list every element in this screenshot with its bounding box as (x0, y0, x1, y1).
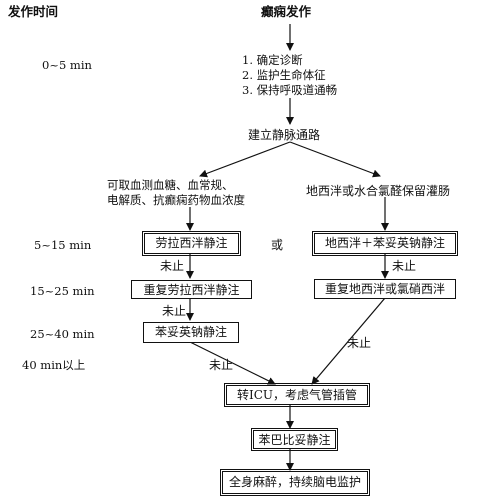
flowchart-title: 癫痫发作 (261, 4, 312, 19)
labs-note: 可取血测血糖、血常规、 电解质、抗癫痫药物血浓度 (107, 178, 245, 208)
time-label: 0~5 min (42, 58, 92, 72)
repeat-diazepam-clonazepam-box: 重复地西泮或氯硝西泮 (314, 279, 456, 299)
iv-access-step: 建立静脉通路 (248, 128, 321, 142)
rectal-option: 地西泮或水合氯醛保留灌肠 (306, 184, 451, 198)
diazepam-phenytoin-box: 地西泮＋苯妥英钠静注 (312, 231, 458, 256)
not-stopped-label: 未止 (392, 259, 417, 273)
not-stopped-label: 未止 (162, 304, 187, 318)
phenobarbital-iv-box: 苯巴比妥静注 (251, 428, 338, 451)
arrow-right-to-icu (311, 297, 386, 385)
time-label: 15~25 min (30, 284, 95, 298)
time-label: 40 min以上 (22, 358, 86, 372)
repeat-lorazepam-box: 重复劳拉西泮静注 (131, 280, 252, 299)
not-stopped-label: 未止 (160, 259, 185, 273)
time-label: 5~15 min (34, 238, 92, 252)
arrow-phenytoin-to-icu (189, 341, 276, 385)
icu-intubation-box: 转ICU，考虑气管插管 (224, 383, 370, 407)
initial-steps: 1. 确定诊断 2. 监护生命体征 3. 保持呼吸道通畅 (242, 53, 337, 98)
arrow-iv-to-labs (199, 141, 291, 178)
labs-note-line: 电解质、抗癫痫药物血浓度 (107, 193, 245, 207)
labs-note-line: 可取血测血糖、血常规、 (107, 178, 234, 192)
phenytoin-iv-box: 苯妥英钠静注 (143, 322, 239, 343)
initial-step: 2. 监护生命体征 (242, 68, 326, 82)
initial-step: 3. 保持呼吸道通畅 (242, 83, 338, 97)
initial-step: 1. 确定诊断 (242, 53, 303, 67)
not-stopped-label: 未止 (347, 336, 372, 350)
lorazepam-iv-box: 劳拉西泮静注 (142, 231, 241, 256)
not-stopped-label: 未止 (209, 358, 234, 372)
time-label: 25~40 min (30, 327, 95, 341)
or-label: 或 (271, 238, 284, 252)
arrow-iv-to-rectal (289, 141, 381, 178)
general-anesthesia-eeg-box: 全身麻醉，持续脑电监护 (220, 469, 370, 496)
time-column-header: 发作时间 (8, 4, 59, 19)
